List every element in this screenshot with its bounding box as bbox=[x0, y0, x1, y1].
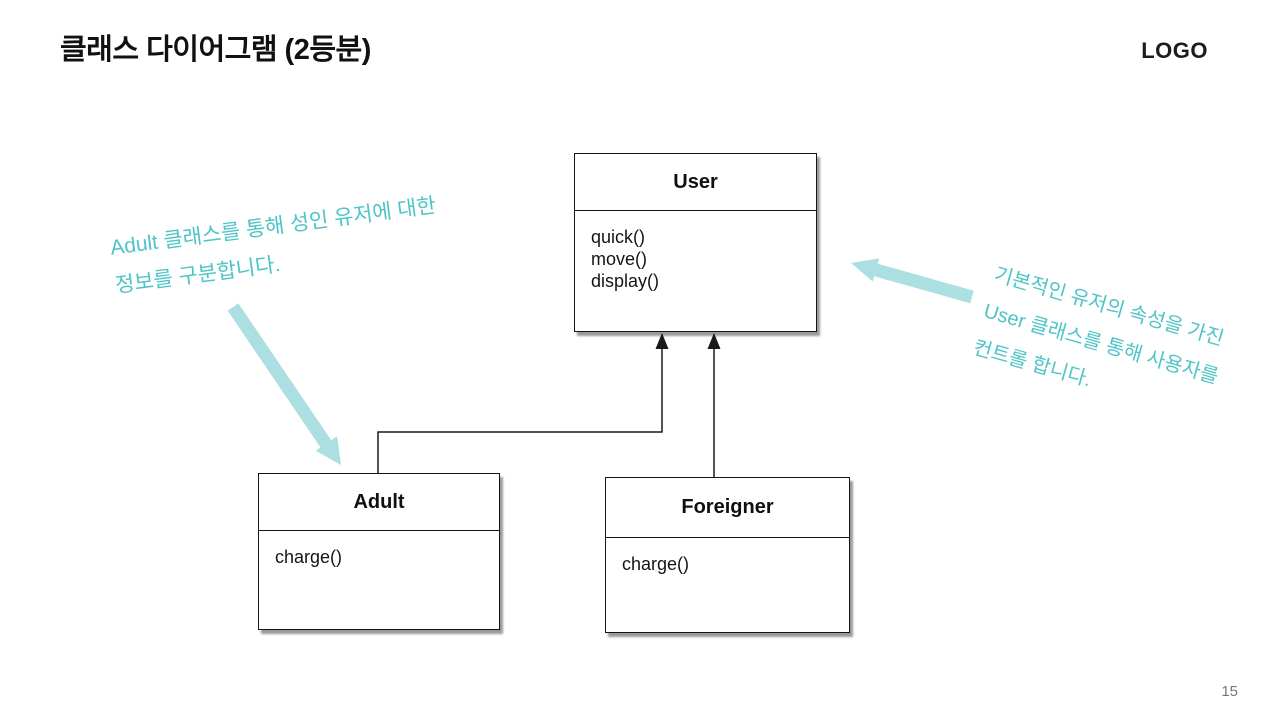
teal-arrow-to-user bbox=[874, 263, 974, 304]
class-name-user: User bbox=[575, 154, 816, 211]
class-methods-user: quick() move() display() bbox=[575, 211, 816, 292]
arrowhead-adult-to-user-icon bbox=[655, 333, 669, 349]
method-item: charge() bbox=[275, 547, 343, 567]
annotation-adult-note: Adult 클래스를 통해 성인 유저에 대한 정보를 구분합니다. bbox=[108, 187, 443, 305]
class-methods-adult: charge() bbox=[259, 531, 499, 568]
teal-arrow-to-adult-head-icon bbox=[315, 436, 341, 465]
class-name-foreigner: Foreigner bbox=[606, 478, 849, 538]
class-box-adult: Adult charge() bbox=[258, 473, 500, 630]
method-item: quick() bbox=[591, 227, 646, 247]
class-methods-foreigner: charge() bbox=[606, 538, 849, 575]
method-item: move() bbox=[591, 249, 648, 269]
arrowhead-foreigner-to-user-icon bbox=[707, 333, 721, 349]
teal-arrow-to-user-head-icon bbox=[851, 258, 880, 282]
annotation-user-note: 기본적인 유저의 속성을 가진 User 클래스를 통해 사용자를 컨트롤 합니… bbox=[969, 256, 1234, 433]
class-name-adult: Adult bbox=[259, 474, 499, 531]
connector-adult-to-user bbox=[377, 347, 663, 473]
page-title: 클래스 다이어그램 (2등분) bbox=[60, 34, 371, 66]
page-number: 15 bbox=[1221, 683, 1238, 700]
logo: LOGO bbox=[1141, 38, 1208, 63]
class-box-user: User quick() move() display() bbox=[574, 153, 817, 332]
teal-arrow-to-adult bbox=[227, 303, 332, 448]
method-item: charge() bbox=[622, 554, 690, 574]
method-item: display() bbox=[591, 271, 660, 291]
class-box-foreigner: Foreigner charge() bbox=[605, 477, 850, 633]
